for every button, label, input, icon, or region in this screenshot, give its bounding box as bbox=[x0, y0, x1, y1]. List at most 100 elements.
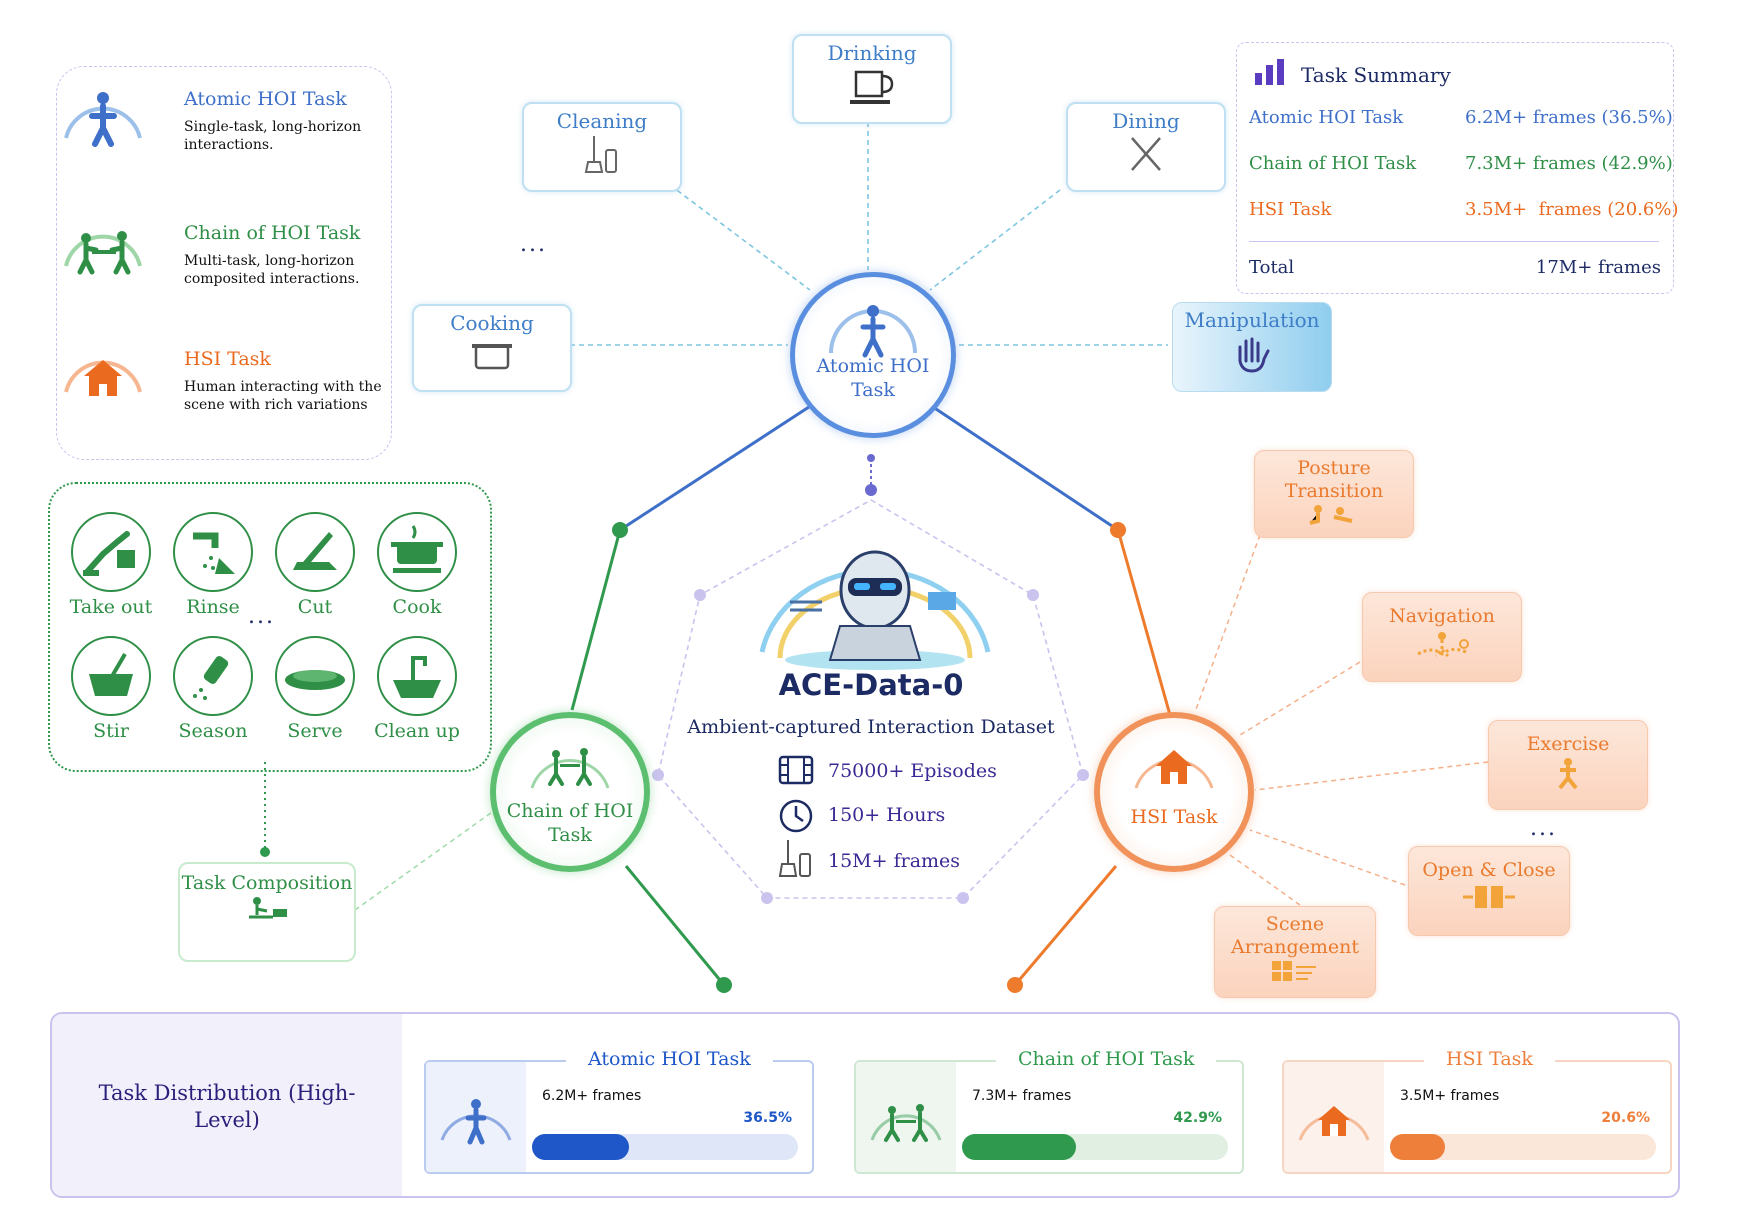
branch-label: Scene Arrangement bbox=[1231, 913, 1359, 958]
atomic-ellipsis: ... bbox=[520, 232, 547, 257]
dataset-subtitle: Ambient-captured Interaction Dataset bbox=[687, 716, 1055, 738]
robot-logo bbox=[759, 550, 991, 670]
card-percent: 20.6% bbox=[1601, 1110, 1650, 1126]
legend-panel bbox=[56, 66, 392, 460]
action-serve: Serve bbox=[270, 636, 360, 742]
hub-chain-label: Chain of HOI Task bbox=[506, 800, 634, 846]
distribution-card-atomic: Atomic HOI Task 6.2M+ frames 36.5% bbox=[424, 1048, 814, 1174]
exercise-icon bbox=[1558, 757, 1578, 790]
branch-exercise: Exercise bbox=[1488, 720, 1648, 810]
stir-pot-icon bbox=[89, 652, 133, 696]
distribution-title-area bbox=[52, 1014, 402, 1196]
action-label: Serve bbox=[287, 720, 343, 742]
posture-icon bbox=[1309, 504, 1353, 525]
card-icon-area bbox=[856, 1062, 956, 1172]
clock-icon bbox=[779, 799, 813, 833]
stat-hours: 150+ Hours bbox=[828, 804, 946, 826]
hsi-ellipsis: ... bbox=[1530, 816, 1557, 841]
summary-row-value: 7.3M+ frames (42.9%) bbox=[1465, 153, 1673, 174]
sink-icon bbox=[393, 656, 441, 698]
hand-icon bbox=[1238, 337, 1270, 373]
faucet-icon bbox=[193, 532, 235, 574]
action-season: Season bbox=[168, 636, 258, 742]
branch-dining: Dining bbox=[1066, 102, 1226, 192]
summary-row-value: 6.2M+ frames (36.5%) bbox=[1465, 107, 1673, 128]
stat-frames: 15M+ frames bbox=[828, 850, 961, 872]
branch-label: Exercise bbox=[1526, 733, 1610, 755]
action-clean-up: Clean up bbox=[372, 636, 462, 742]
legend-hsi: HSI Task Human interacting with the scen… bbox=[62, 346, 392, 436]
summary-row-label: Atomic HOI Task bbox=[1249, 107, 1404, 128]
branch-label: Manipulation bbox=[1184, 308, 1320, 332]
summary-row-label: Chain of HOI Task bbox=[1249, 153, 1417, 174]
task-composition-box: Task Composition bbox=[178, 862, 356, 962]
distribution-card-chain: Chain of HOI Task 7.3M+ frames 42.9% bbox=[854, 1048, 1244, 1174]
action-take-out: Take out bbox=[66, 512, 156, 618]
card-bar-track bbox=[1390, 1134, 1656, 1160]
legend-chain: Chain of HOI Task Multi-task, long-horiz… bbox=[62, 220, 392, 310]
card-frames: 6.2M+ frames bbox=[542, 1088, 642, 1104]
chain-ellipsis: ... bbox=[248, 604, 275, 629]
action-label: Rinse bbox=[186, 596, 240, 618]
card-frames: 3.5M+ frames bbox=[1400, 1088, 1500, 1104]
action-label: Clean up bbox=[374, 720, 460, 742]
branch-label: Dining bbox=[1112, 109, 1180, 133]
branch-cleaning: Cleaning bbox=[522, 102, 682, 192]
card-percent: 42.9% bbox=[1173, 1110, 1222, 1126]
atomic-hub-icon bbox=[829, 305, 917, 358]
card-bar-fill bbox=[532, 1134, 630, 1160]
action-label: Take out bbox=[69, 596, 153, 618]
branch-scene-arrangement: Scene Arrangement bbox=[1214, 906, 1376, 998]
action-cut: Cut bbox=[270, 512, 360, 618]
branch-manipulation: Manipulation bbox=[1172, 302, 1332, 392]
branch-label: Navigation bbox=[1389, 605, 1495, 627]
film-icon bbox=[778, 755, 814, 785]
chain-people-icon bbox=[866, 1088, 946, 1152]
distribution-title: Task Distribution (High-Level) bbox=[98, 1081, 356, 1133]
card-bar-fill bbox=[962, 1134, 1077, 1160]
arrangement-icon bbox=[1272, 960, 1316, 981]
navigation-icon bbox=[1417, 631, 1469, 657]
card-percent: 36.5% bbox=[743, 1110, 792, 1126]
summary-row-value: 3.5M+ frames (20.6%) bbox=[1465, 199, 1679, 220]
card-title: Chain of HOI Task bbox=[996, 1048, 1217, 1070]
action-label: Cook bbox=[392, 596, 442, 618]
atomic-person-icon bbox=[436, 1088, 516, 1152]
cup-icon bbox=[850, 70, 894, 104]
door-icon bbox=[1463, 885, 1515, 908]
legend-atomic-title: Atomic HOI Task bbox=[184, 88, 347, 110]
fork-knife-icon bbox=[1131, 137, 1161, 171]
branch-label: Cleaning bbox=[556, 109, 648, 133]
chain-actions-panel bbox=[48, 482, 492, 772]
legend-chain-desc: Multi-task, long-horizon composited inte… bbox=[184, 253, 360, 288]
legend-hsi-desc: Human interacting with the scene with ri… bbox=[184, 379, 382, 414]
hub-hsi: HSI Task bbox=[1094, 712, 1254, 872]
summary-divider bbox=[1249, 241, 1659, 242]
house-icon bbox=[64, 360, 142, 396]
action-cook: Cook bbox=[372, 512, 462, 618]
hub-atomic-label: Atomic HOI Task bbox=[816, 355, 930, 401]
summary-total-label: Total bbox=[1249, 257, 1295, 278]
broom-icon bbox=[584, 136, 617, 173]
knife-board-icon bbox=[293, 532, 337, 570]
card-frames: 7.3M+ frames bbox=[972, 1088, 1072, 1104]
card-title: HSI Task bbox=[1424, 1048, 1555, 1070]
cooking-pot-icon bbox=[472, 344, 512, 370]
legend-atomic-desc: Single-task, long-horizon interactions. bbox=[184, 119, 362, 154]
hsi-hub-icon bbox=[1134, 750, 1214, 789]
distribution-card-hsi: HSI Task 3.5M+ frames 20.6% bbox=[1282, 1048, 1672, 1174]
pot-icon bbox=[391, 525, 443, 573]
summary-row-label: HSI Task bbox=[1249, 199, 1332, 220]
task-composition-label: Task Composition bbox=[181, 872, 353, 894]
branch-label: Cooking bbox=[450, 311, 534, 335]
branch-label: Open & Close bbox=[1422, 859, 1556, 881]
action-label: Cut bbox=[297, 596, 333, 618]
action-rinse: Rinse bbox=[168, 512, 258, 618]
atomic-person-icon bbox=[64, 92, 142, 147]
action-label: Season bbox=[178, 720, 248, 742]
plate-icon bbox=[285, 670, 345, 690]
branch-posture-transition: Posture Transition bbox=[1254, 450, 1414, 538]
legend-chain-title: Chain of HOI Task bbox=[184, 222, 361, 244]
dataset-title: ACE-Data-0 bbox=[778, 668, 964, 702]
